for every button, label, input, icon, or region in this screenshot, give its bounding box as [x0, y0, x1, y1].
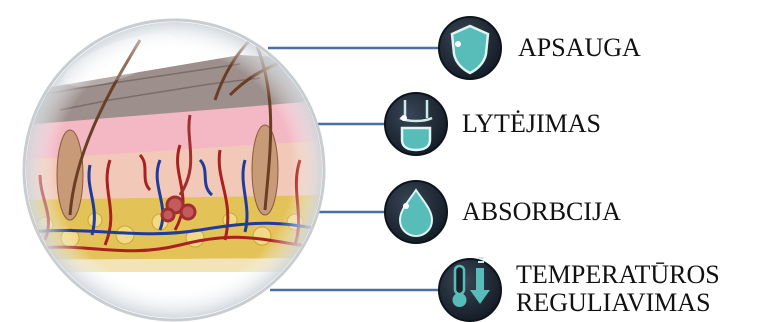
shield-icon — [439, 17, 501, 79]
touch-sensor-icon — [385, 93, 447, 155]
thermometer-icon — [439, 258, 501, 321]
droplet-icon — [385, 181, 447, 243]
label-thermoregulation-line1: TEMPERATŪROS — [516, 261, 720, 289]
label-protection: APSAUGA — [518, 34, 641, 62]
skin-cross-section-lens — [20, 20, 330, 320]
label-sensation: LYTĖJIMAS — [462, 110, 601, 138]
label-thermoregulation-line2: REGULIAVIMAS — [516, 289, 711, 317]
label-absorption: ABSORBCIJA — [462, 198, 621, 226]
